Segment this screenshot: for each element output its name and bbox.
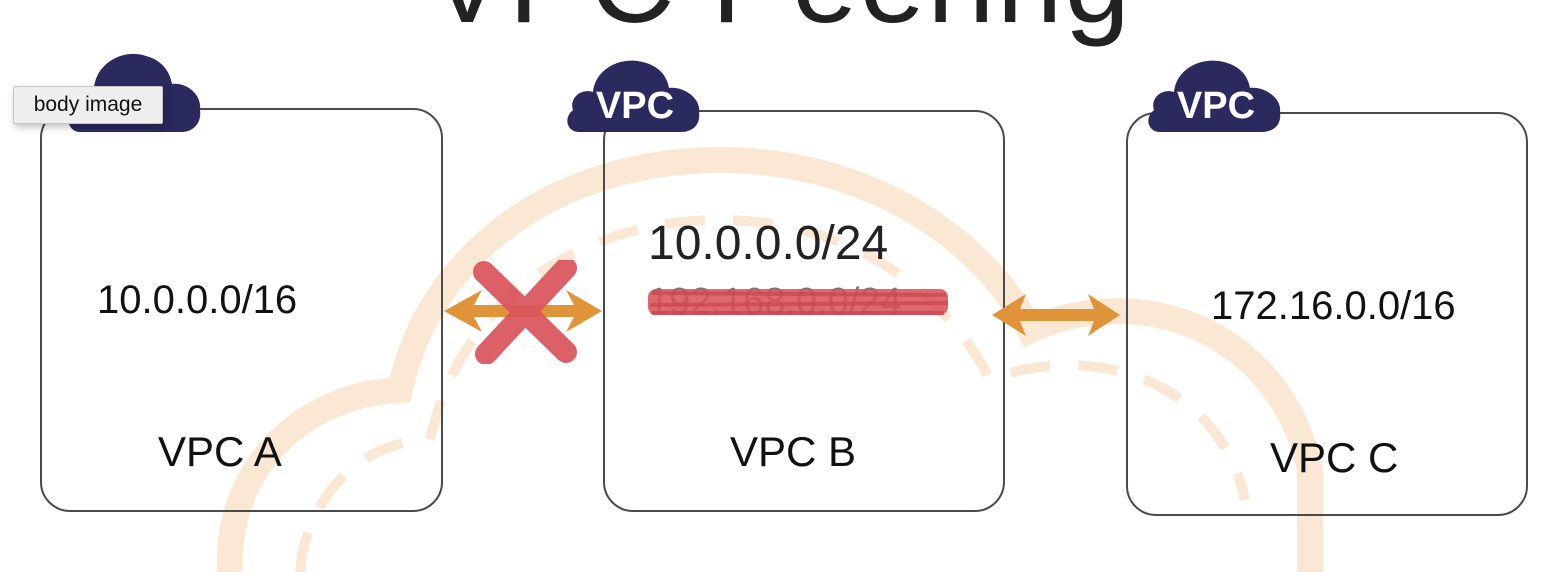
cloud-icon: VPC xyxy=(1148,60,1281,132)
tooltip: body image xyxy=(13,86,163,124)
vpc-c-name: VPC C xyxy=(1270,434,1399,481)
page-title: VPC Peering xyxy=(400,0,1160,42)
double-arrow-icon xyxy=(992,294,1120,336)
vpc-a-name: VPC A xyxy=(158,428,282,475)
vpc-c-cidr: 172.16.0.0/16 xyxy=(1211,284,1456,328)
vpc-b-cidr: 10.0.0.0/24 xyxy=(648,217,889,270)
cloud-icon: VPC xyxy=(567,60,700,132)
cross-icon xyxy=(473,260,577,364)
vpc-a-box xyxy=(40,108,443,512)
strike-scribble xyxy=(648,289,949,315)
vpc-b-name: VPC B xyxy=(730,428,857,475)
vpc-c-cloud-label: VPC xyxy=(1177,85,1255,127)
vpc-c-box xyxy=(1126,112,1528,516)
vpc-a-cidr: 10.0.0.0/16 xyxy=(97,278,298,322)
vpc-b-cloud-label: VPC xyxy=(596,85,674,127)
